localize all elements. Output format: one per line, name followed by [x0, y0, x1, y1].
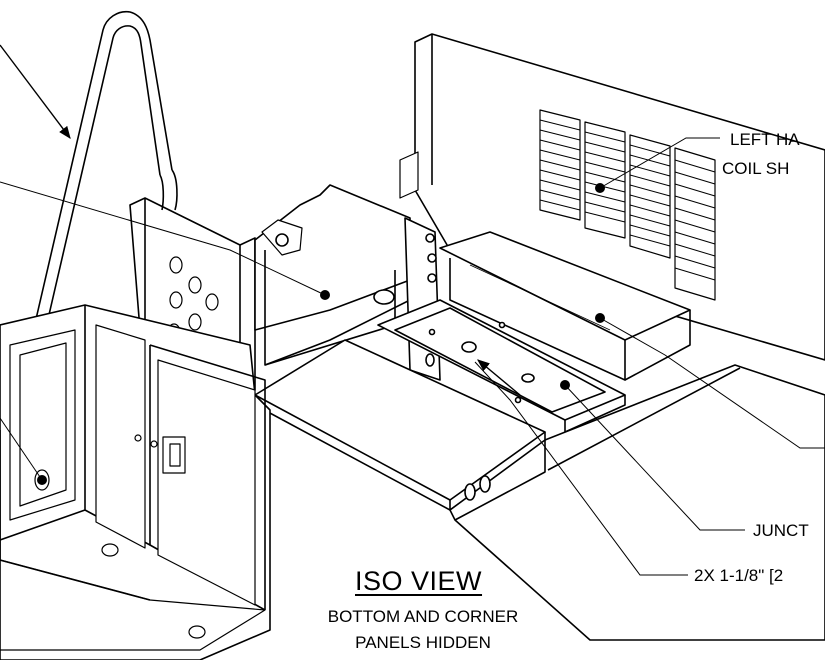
upper-box — [254, 184, 411, 366]
callout-arrow — [0, 44, 71, 140]
left-hand-coil-label-line2: COIL SH — [722, 159, 790, 178]
view-subtitle-line2: PANELS HIDDEN — [355, 633, 491, 652]
hole-arrow — [477, 359, 521, 396]
holes-dimension-label: 2X 1-1/8" [2 — [694, 566, 784, 585]
junction-box — [377, 299, 626, 433]
enclosure-bottom — [0, 543, 266, 651]
callout-dots — [37, 183, 605, 485]
view-subtitle-line1: BOTTOM AND CORNER — [327, 607, 519, 626]
enclosure-door-left — [9, 329, 76, 521]
enclosure-door-right — [95, 324, 256, 606]
left-hand-coil-label-line1: LEFT HA — [730, 130, 800, 149]
front-floor-panel — [449, 364, 825, 641]
junction-box-label: JUNCT — [753, 521, 809, 540]
view-title: ISO VIEW — [355, 566, 483, 596]
louvre-grille — [539, 109, 716, 301]
coil-shelf — [439, 231, 691, 381]
vertical-post — [404, 217, 441, 381]
